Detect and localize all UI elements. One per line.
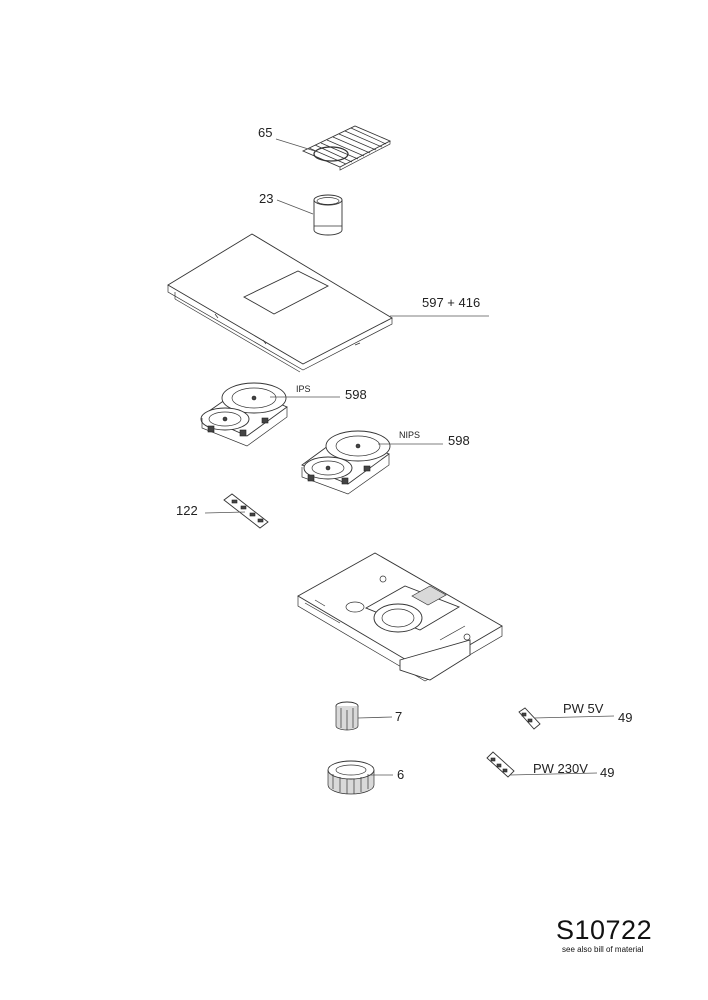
fan-wheel-part <box>327 760 375 795</box>
filter-cylinder-part <box>313 194 343 236</box>
part-number-6: 6 <box>397 767 404 782</box>
grille-part <box>301 125 392 171</box>
motor-part <box>335 701 359 731</box>
annotation-pw-5v: PW 5V <box>563 701 604 716</box>
part-number-598-nips: 598 <box>448 433 470 448</box>
leader-line-122 <box>204 511 246 514</box>
leader-line-7 <box>357 716 393 719</box>
induction-ips-part <box>200 382 288 447</box>
control-board-part <box>223 493 269 529</box>
annotation-pw-230v: PW 230V <box>533 761 588 776</box>
leader-line-65 <box>275 138 319 153</box>
annotation-nips: NIPS <box>399 430 420 440</box>
part-number-7: 7 <box>395 709 402 724</box>
part-number-23: 23 <box>259 191 273 206</box>
document-code: S10722 <box>556 915 653 945</box>
chassis-frame <box>297 552 503 682</box>
power-board-5v-part <box>518 707 541 730</box>
part-number-49-230v: 49 <box>600 765 614 780</box>
annotation-ips: IPS <box>296 384 311 394</box>
leader-line-49-230v <box>509 772 598 776</box>
leader-line-23 <box>276 199 314 215</box>
part-number-49-5v: 49 <box>618 710 632 725</box>
part-number-598-ips: 598 <box>345 387 367 402</box>
part-number-122: 122 <box>176 503 198 518</box>
document-note: see also bill of material <box>562 945 644 954</box>
induction-nips-part <box>301 430 391 495</box>
glass-top-part <box>167 233 393 373</box>
leader-line-49-5v <box>533 715 615 719</box>
part-number-65: 65 <box>258 125 272 140</box>
power-board-230v-part <box>486 751 515 778</box>
part-number-597-416: 597 + 416 <box>422 295 480 310</box>
